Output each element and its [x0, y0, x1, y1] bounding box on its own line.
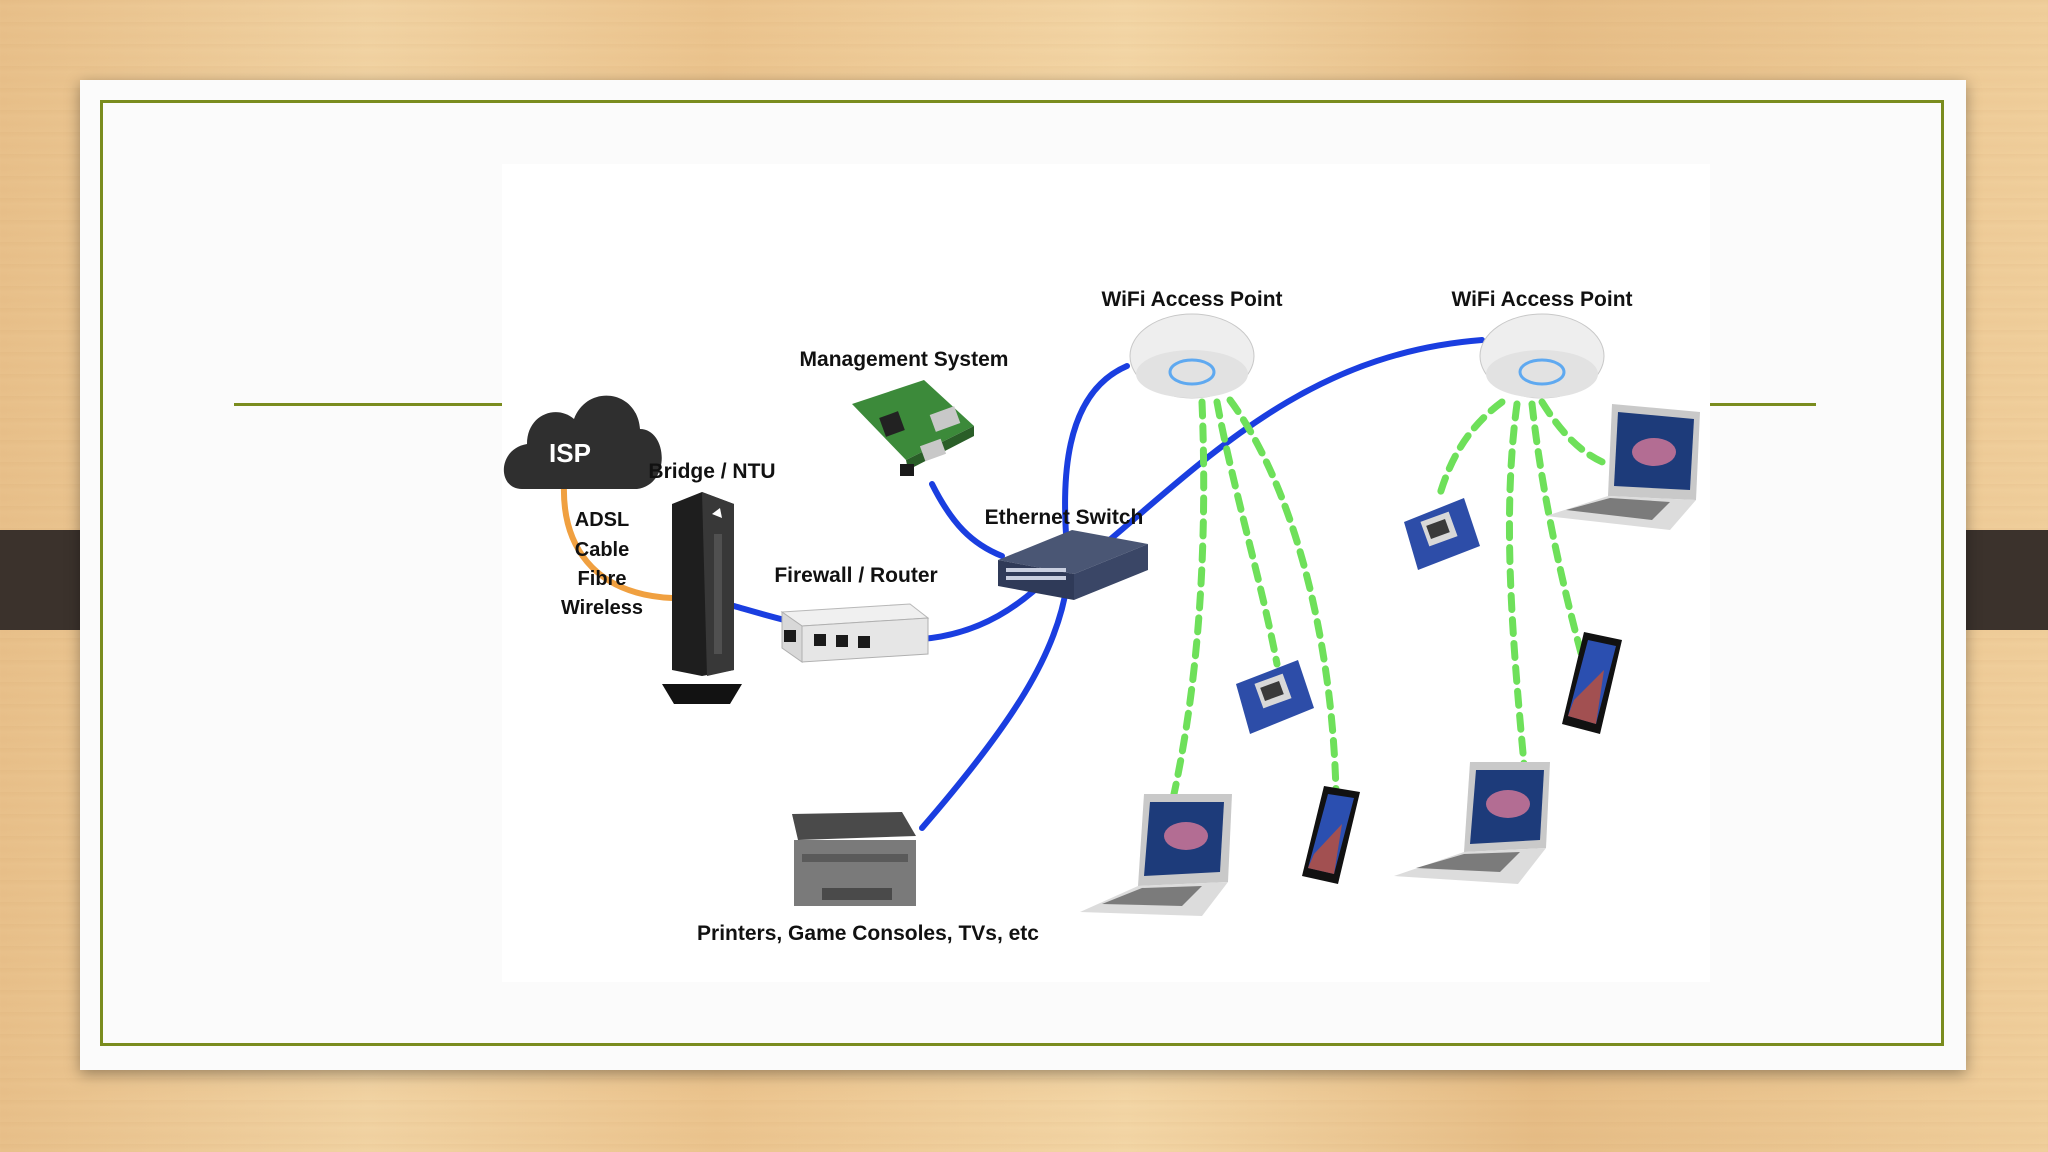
right-rule-line — [1710, 403, 1816, 406]
laptop-bottom-right-icon — [1394, 762, 1550, 884]
firewall-router-icon — [780, 603, 930, 663]
phone-bottom-icon — [1302, 786, 1360, 884]
isp-label: ISP — [549, 438, 591, 468]
switch-label: Ethernet Switch — [985, 506, 1144, 529]
network-diagram: ISP ADSL Cable Fibre Wireless Bridge / N… — [502, 164, 1710, 982]
ap2-laptop-bottom-wifi — [1505, 400, 1528, 768]
slide-frame — [100, 100, 1944, 1046]
firewall-label: Firewall / Router — [774, 564, 937, 587]
connection-type-wireless: Wireless — [561, 597, 643, 619]
sensor-board-right-icon — [1404, 498, 1480, 570]
ap1-phone-wifi — [1226, 396, 1340, 796]
ap1-sensor-wifi — [1213, 398, 1281, 668]
ethernet-switch-icon — [998, 530, 1148, 600]
switch-ap2-link — [1084, 337, 1485, 562]
management-label: Management System — [800, 348, 1009, 371]
connection-type-fibre: Fibre — [578, 568, 627, 590]
management-system-icon — [852, 380, 974, 476]
phone-right-icon — [1562, 632, 1622, 734]
connection-type-adsl: ADSL — [575, 509, 629, 531]
bridge-ntu-icon — [662, 492, 742, 704]
bridge-label: Bridge / NTU — [648, 460, 775, 483]
connection-type-cable: Cable — [575, 539, 629, 561]
wifi-access-point-2-icon — [1479, 313, 1605, 399]
ap1-laptop-wifi — [1170, 398, 1208, 798]
sensor-board-center-icon — [1236, 660, 1314, 734]
ap2-sensor-wifi — [1436, 398, 1506, 498]
ap2-label: WiFi Access Point — [1451, 288, 1632, 311]
switch-printer-link — [919, 581, 1070, 831]
printer-icon — [792, 812, 916, 906]
laptop-bottom-left-icon — [1080, 794, 1232, 916]
printers-label: Printers, Game Consoles, TVs, etc — [697, 922, 1039, 945]
isp-bridge-link — [560, 481, 675, 601]
switch-ap1-link — [1062, 363, 1130, 552]
ap2-laptop-right-wifi — [1538, 398, 1611, 468]
ap1-label: WiFi Access Point — [1101, 288, 1282, 311]
wifi-access-point-1-icon — [1129, 313, 1255, 399]
left-rule-line — [234, 403, 502, 406]
isp-cloud-icon — [503, 395, 662, 489]
management-switch-link — [929, 481, 1005, 559]
ap2-phone-wifi — [1528, 400, 1588, 668]
laptop-right-icon — [1546, 404, 1700, 530]
network-diagram-svg: ISP ADSL Cable Fibre Wireless Bridge / N… — [503, 288, 1700, 945]
